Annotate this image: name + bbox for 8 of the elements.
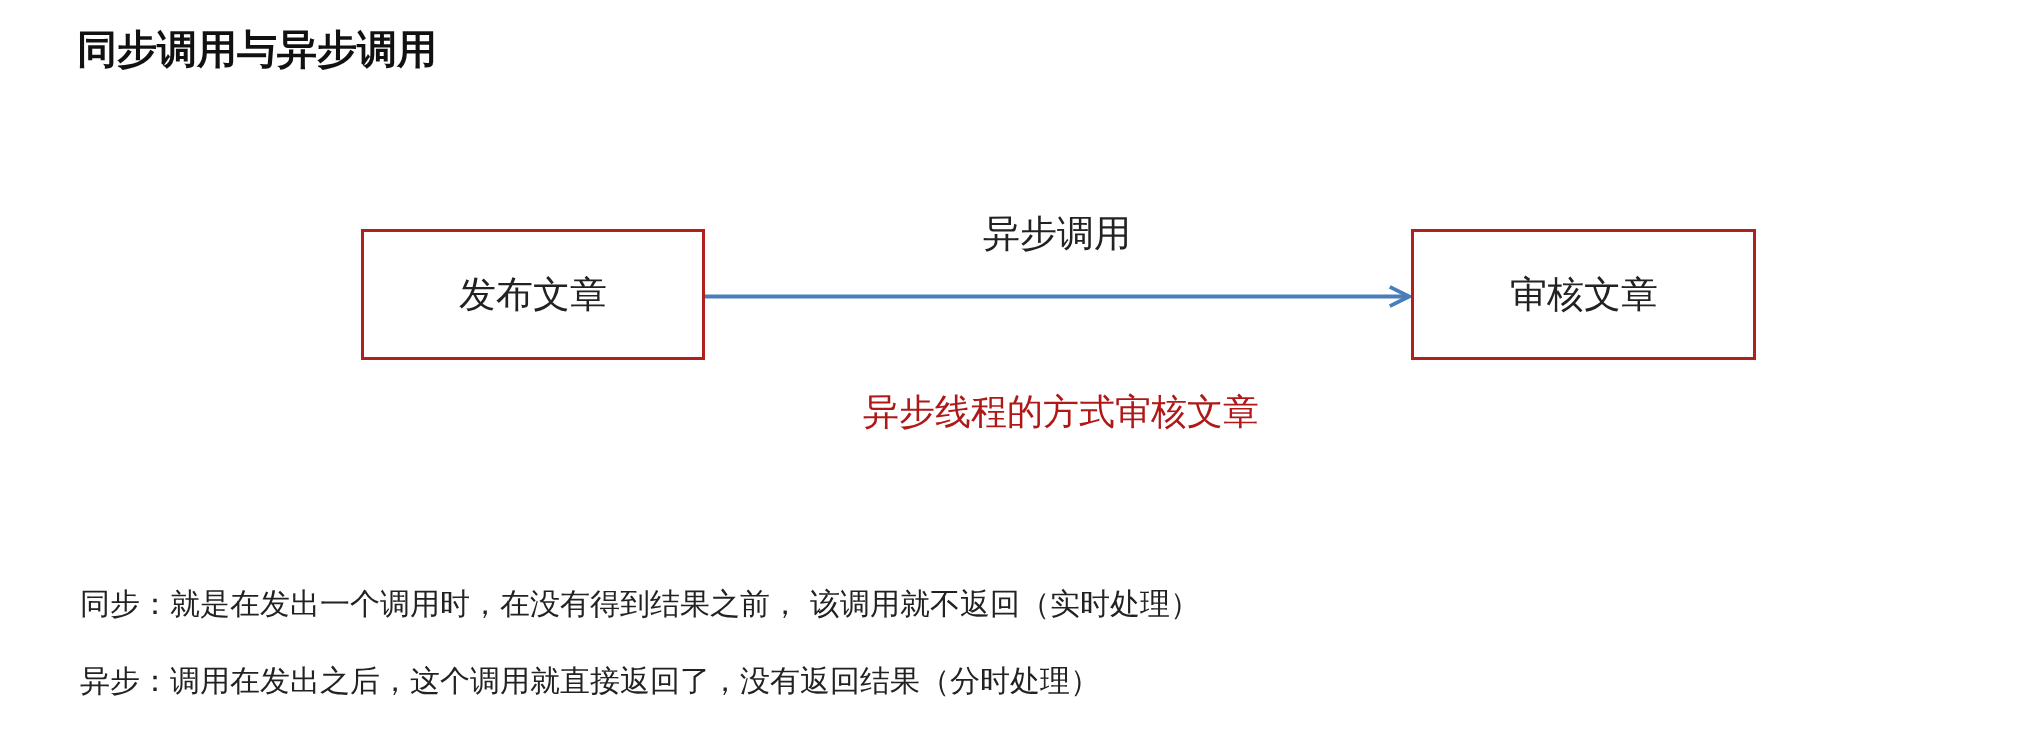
description-text: 异步：调用在发出之后，这个调用就直接返回了，没有返回结果（分时处理） [80,662,1100,700]
edge-label: 异步调用 [983,210,1131,257]
note-text: 异步线程的方式审核文章 [863,390,1259,434]
process-box: 发布文章 [361,229,705,360]
process-box: 审核文章 [1411,229,1756,360]
description-text: 同步：就是在发出一个调用时，在没有得到结果之前， 该调用就不返回（实时处理） [80,585,1200,623]
arrow [705,285,1411,308]
title: 同步调用与异步调用 [77,25,437,74]
